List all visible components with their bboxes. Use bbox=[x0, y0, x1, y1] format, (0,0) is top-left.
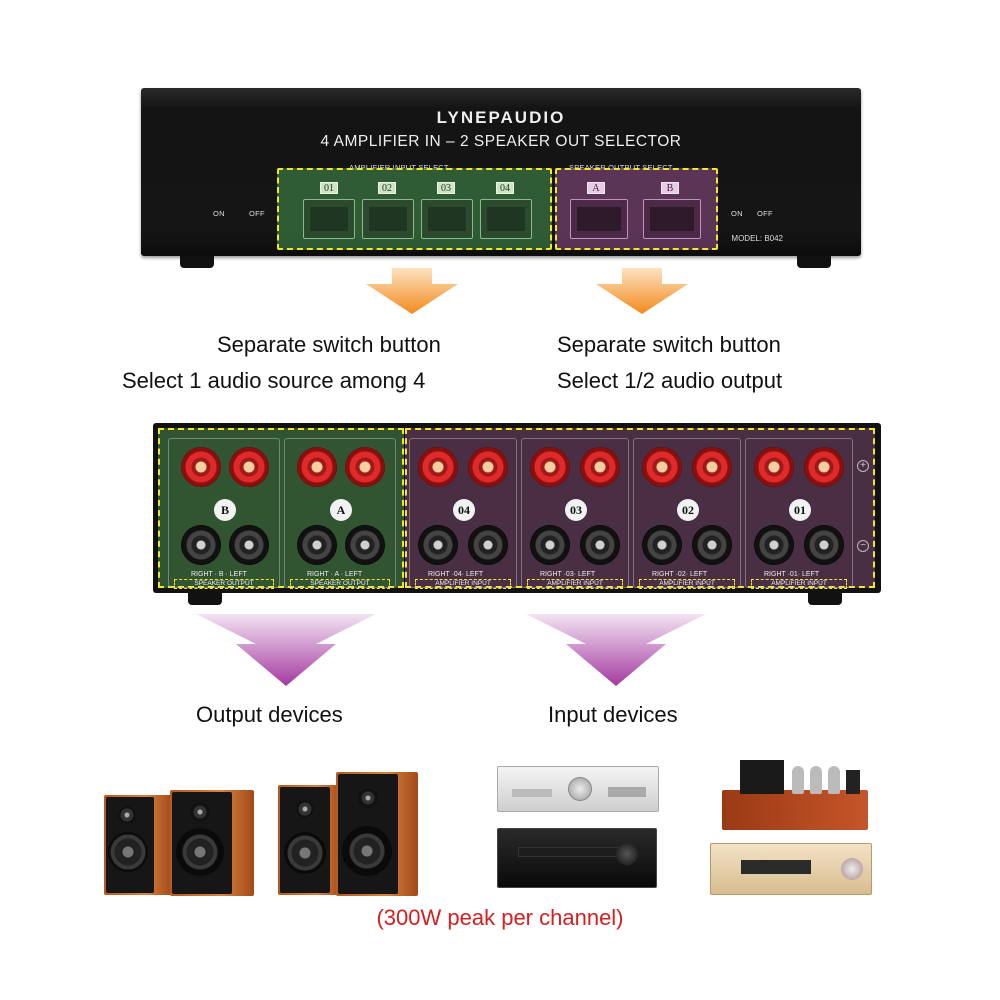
output-select-caption-detail: Select 1/2 audio output bbox=[557, 368, 783, 393]
terminal-black-left[interactable] bbox=[468, 525, 508, 565]
output-on-label: ON bbox=[731, 209, 743, 218]
output-devices-label: Output devices bbox=[196, 702, 343, 727]
positive-terminal-icon: + bbox=[857, 460, 869, 472]
brand-logo: LYNEPAUDIO bbox=[436, 108, 566, 127]
terminal-black-right[interactable] bbox=[530, 525, 570, 565]
terminal-red-right[interactable] bbox=[642, 447, 682, 487]
input-select-02-label: 02 bbox=[378, 182, 396, 194]
input-select-caption: Separate switch button bbox=[217, 332, 441, 357]
input-select-label: AMPLIFIER INPUT SELECT bbox=[349, 163, 449, 172]
front-right-foot bbox=[797, 256, 831, 268]
output-select-b-label: B bbox=[661, 182, 679, 194]
terminal-black-left[interactable] bbox=[804, 525, 844, 565]
amplifier-input-03-cell: 03 RIGHT ·03· LEFT AMPLIFIER INPUT bbox=[521, 438, 629, 589]
amplifier-input-03-tag: AMPLIFIER INPUT bbox=[527, 579, 623, 589]
amplifier-input-04-footer: RIGHT ·04· LEFT bbox=[428, 571, 484, 578]
amplifier-input-01-number: 01 bbox=[789, 499, 811, 521]
terminal-red-left[interactable] bbox=[804, 447, 844, 487]
amplifier-icon bbox=[710, 843, 872, 895]
input-select-03-button[interactable] bbox=[421, 199, 473, 239]
speaker-output-select-group: A B bbox=[555, 168, 718, 250]
terminal-black-right[interactable] bbox=[418, 525, 458, 565]
input-devices-label: Input devices bbox=[548, 702, 678, 727]
terminal-red-right[interactable] bbox=[754, 447, 794, 487]
down-arrow-icon bbox=[526, 614, 706, 686]
terminal-red-right[interactable] bbox=[181, 447, 221, 487]
amplifier-icon bbox=[722, 760, 868, 832]
terminal-black-right[interactable] bbox=[181, 525, 221, 565]
terminal-black-left[interactable] bbox=[345, 525, 385, 565]
output-off-label: OFF bbox=[757, 209, 773, 218]
speaker-output-b-tag: SPEAKER OUTPUT bbox=[174, 579, 274, 589]
power-off-label: OFF bbox=[249, 209, 265, 218]
amplifier-input-04-tag: AMPLIFIER INPUT bbox=[415, 579, 511, 589]
amplifier-input-01-footer: RIGHT ·01· LEFT bbox=[764, 571, 820, 578]
negative-terminal-icon: − bbox=[857, 540, 869, 552]
input-select-caption-detail: Select 1 audio source among 4 bbox=[122, 368, 426, 393]
input-select-02-button[interactable] bbox=[362, 199, 414, 239]
power-on-label: ON bbox=[213, 209, 225, 218]
output-select-caption: Separate switch button bbox=[557, 332, 781, 357]
terminal-red-left[interactable] bbox=[229, 447, 269, 487]
input-select-01-button[interactable] bbox=[303, 199, 355, 239]
device-title: 4 AMPLIFIER IN – 2 SPEAKER OUT SELECTOR bbox=[320, 133, 682, 150]
terminal-black-left[interactable] bbox=[229, 525, 269, 565]
amplifier-input-group: 04 RIGHT ·04· LEFT AMPLIFIER INPUT 03 RI… bbox=[405, 428, 875, 589]
rear-panel: B RIGHT · B · LEFT SPEAKER OUTPUT A RIGH… bbox=[153, 423, 881, 593]
terminal-black-left[interactable] bbox=[692, 525, 732, 565]
rear-right-foot bbox=[808, 593, 842, 605]
front-left-foot bbox=[180, 256, 214, 268]
model-number: MODEL: B042 bbox=[731, 234, 783, 243]
amplifier-icon bbox=[497, 766, 659, 812]
speaker-output-a-tag: SPEAKER OUTPUT bbox=[290, 579, 390, 589]
terminal-black-right[interactable] bbox=[754, 525, 794, 565]
terminal-red-right[interactable] bbox=[530, 447, 570, 487]
terminal-red-left[interactable] bbox=[692, 447, 732, 487]
amplifier-input-01-tag: AMPLIFIER INPUT bbox=[751, 579, 847, 589]
amplifier-input-02-footer: RIGHT ·02· LEFT bbox=[652, 571, 708, 578]
output-select-b-button[interactable] bbox=[643, 199, 701, 239]
terminal-red-left[interactable] bbox=[468, 447, 508, 487]
amplifier-icon bbox=[497, 828, 657, 888]
input-select-04-button[interactable] bbox=[480, 199, 532, 239]
speaker-output-b-footer: RIGHT · B · LEFT bbox=[191, 571, 247, 578]
amplifier-input-02-number: 02 bbox=[677, 499, 699, 521]
power-rating-note: (300W peak per channel) bbox=[376, 905, 624, 930]
output-select-a-button[interactable] bbox=[570, 199, 628, 239]
input-select-04-label: 04 bbox=[496, 182, 514, 194]
terminal-black-right[interactable] bbox=[297, 525, 337, 565]
rear-left-foot bbox=[188, 593, 222, 605]
amplifier-input-02-cell: 02 RIGHT ·02· LEFT AMPLIFIER INPUT bbox=[633, 438, 741, 589]
terminal-red-left[interactable] bbox=[345, 447, 385, 487]
output-select-a-label: A bbox=[587, 182, 605, 194]
down-arrow-icon bbox=[196, 614, 376, 686]
down-arrow-icon bbox=[366, 268, 458, 314]
amplifier-input-01-cell: 01 RIGHT ·01· LEFT AMPLIFIER INPUT bbox=[745, 438, 853, 589]
input-select-01-label: 01 bbox=[320, 182, 338, 194]
amplifier-input-02-tag: AMPLIFIER INPUT bbox=[639, 579, 735, 589]
speaker-output-group: B RIGHT · B · LEFT SPEAKER OUTPUT A RIGH… bbox=[158, 428, 404, 589]
speaker-output-b-number: B bbox=[214, 499, 236, 521]
terminal-red-right[interactable] bbox=[297, 447, 337, 487]
amplifier-input-select-group: 01 02 03 04 bbox=[277, 168, 552, 250]
output-select-label: SPEAKER OUTPUT SELECT bbox=[569, 163, 673, 172]
terminal-red-right[interactable] bbox=[418, 447, 458, 487]
amplifier-input-03-footer: RIGHT ·03· LEFT bbox=[540, 571, 596, 578]
terminal-black-right[interactable] bbox=[642, 525, 682, 565]
down-arrow-icon bbox=[596, 268, 688, 314]
amplifier-input-03-number: 03 bbox=[565, 499, 587, 521]
amplifier-input-04-cell: 04 RIGHT ·04· LEFT AMPLIFIER INPUT bbox=[409, 438, 517, 589]
speaker-output-a-number: A bbox=[330, 499, 352, 521]
amplifier-input-04-number: 04 bbox=[453, 499, 475, 521]
input-select-03-label: 03 bbox=[437, 182, 455, 194]
speaker-output-a-footer: RIGHT · A · LEFT bbox=[307, 571, 363, 578]
terminal-black-left[interactable] bbox=[580, 525, 620, 565]
speaker-output-b-cell: B RIGHT · B · LEFT SPEAKER OUTPUT bbox=[168, 438, 280, 589]
terminal-red-left[interactable] bbox=[580, 447, 620, 487]
front-panel: LYNEPAUDIO 4 AMPLIFIER IN – 2 SPEAKER OU… bbox=[141, 88, 861, 256]
speaker-output-a-cell: A RIGHT · A · LEFT SPEAKER OUTPUT bbox=[284, 438, 396, 589]
